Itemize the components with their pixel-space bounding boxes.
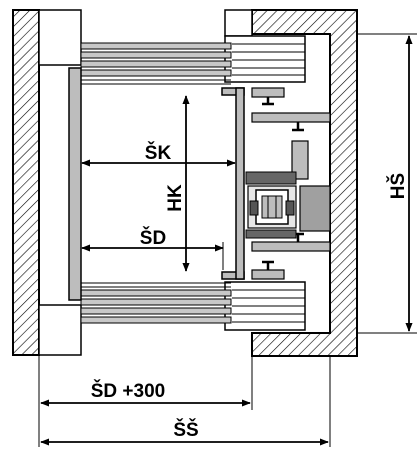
guide-rails: [251, 87, 331, 280]
door-width-label: ŠD: [140, 227, 166, 249]
lower-door-panels: [80, 282, 232, 324]
bottom-extension-lines: [38, 356, 331, 447]
shaft-depth-label: HŠ: [387, 173, 409, 199]
door-width-dimension: [81, 242, 224, 270]
upper-door-panels: [80, 42, 232, 85]
door-plus-label: ŠD +300: [91, 380, 165, 402]
right-wall: [251, 9, 358, 357]
car-width-label: ŠK: [145, 142, 172, 164]
shaft-width-label: ŠŠ: [173, 419, 198, 441]
left-wall: [12, 9, 40, 356]
car-depth-label: HK: [165, 184, 186, 212]
upper-door-frame: [38, 9, 306, 83]
lower-door-frame: [38, 281, 306, 356]
elevator-car: [68, 67, 245, 301]
shaft-depth-dimension: [357, 33, 417, 334]
drive-unit: [245, 140, 331, 239]
